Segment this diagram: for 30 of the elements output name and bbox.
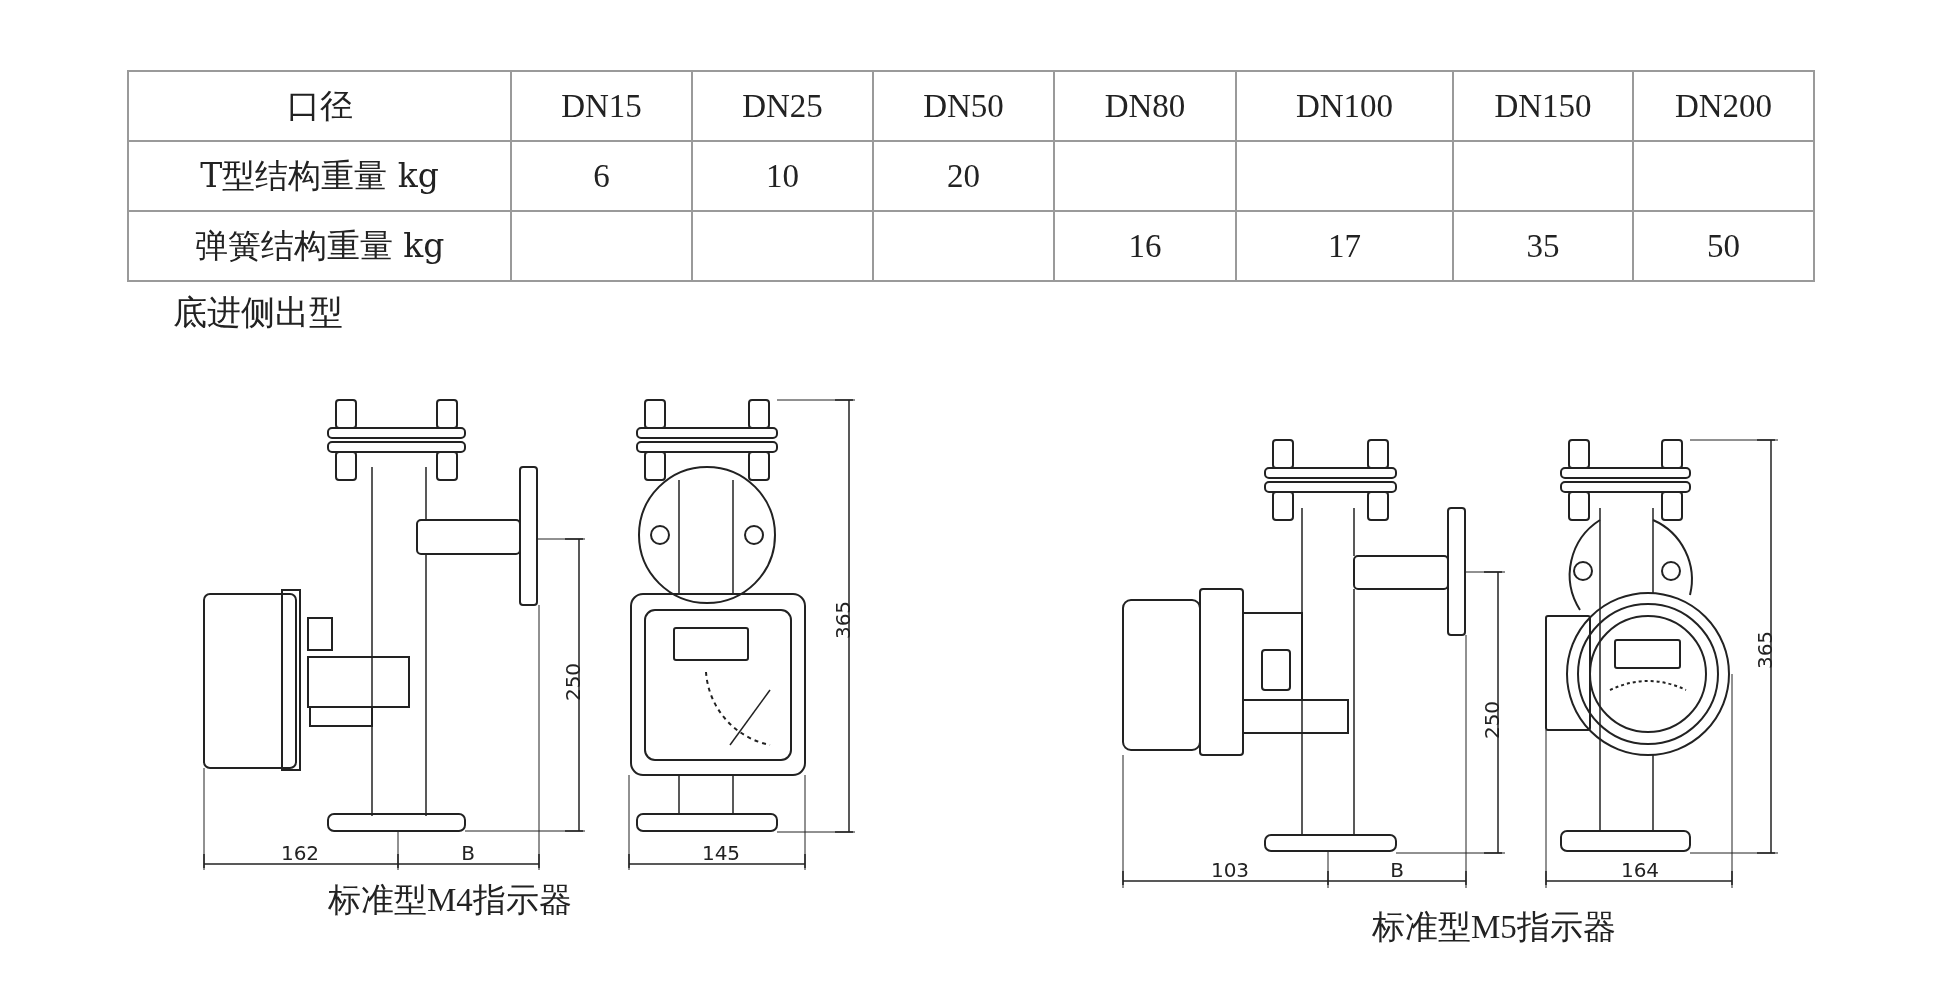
table-cell: 弹簧结构重量 kg (128, 211, 511, 281)
dimension-label: 145 (701, 841, 741, 865)
dimension-label: 164 (1620, 858, 1660, 882)
table-cell: T型结构重量 kg (128, 141, 511, 211)
figure-caption: 标准型M4指示器 (328, 881, 572, 920)
table-header-cell: DN100 (1236, 71, 1453, 141)
table-cell: 17 (1236, 211, 1453, 281)
table-cell: 16 (1054, 211, 1236, 281)
dimension-label: 162 (280, 841, 320, 865)
figure-caption: 标准型M5指示器 (1372, 908, 1616, 947)
dimension-label: 365 (1753, 630, 1777, 670)
table-cell: 35 (1453, 211, 1633, 281)
table-header-cell: DN25 (692, 71, 873, 141)
dimension-label: B (1390, 858, 1404, 882)
dimension-label: B (461, 841, 475, 865)
table-cell: 10 (692, 141, 873, 211)
section-heading: 底进侧出型 (173, 291, 343, 334)
table-cell: 6 (511, 141, 692, 211)
table-cell: 50 (1633, 211, 1814, 281)
dimension-label: 365 (831, 600, 855, 640)
table-cell: 20 (873, 141, 1054, 211)
table-header-cell: DN80 (1054, 71, 1236, 141)
table-header-cell: DN15 (511, 71, 692, 141)
table-header-cell: DN150 (1453, 71, 1633, 141)
dimension-label: 250 (561, 662, 585, 702)
table-header-cell: DN200 (1633, 71, 1814, 141)
dimension-label: 103 (1210, 858, 1250, 882)
dimension-label: 250 (1480, 700, 1504, 740)
table-header-cell: DN50 (873, 71, 1054, 141)
table-header-cell: 口径 (128, 71, 511, 141)
